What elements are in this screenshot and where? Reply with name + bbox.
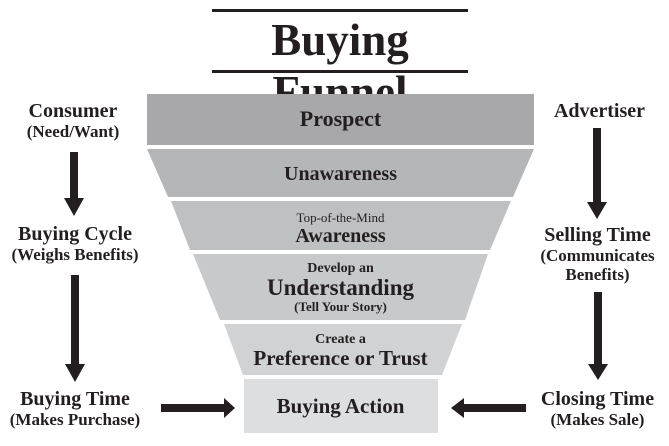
title-rule-top [212,9,468,12]
advertiser-label: Advertiser [553,100,646,122]
closing-time-label: Closing Time [540,388,655,410]
stage-prospect-title: Prospect [299,106,382,131]
closing-time-step: Closing Time (Makes Sale) [526,388,669,429]
stage-awareness-pretitle: Top-of-the-Mind [296,210,385,225]
arrow-right-buying-time-icon [161,398,235,418]
stage-label-prospect: Prospect [147,108,534,130]
stage-buying-action-title: Buying Action [276,394,405,418]
selling-time-step: Selling Time (Communicates Benefits) [526,224,669,284]
stage-label-understanding: Develop an Understanding (Tell Your Stor… [147,261,534,314]
stage-label-buying-action: Buying Action [147,396,534,417]
buying-time-step: Buying Time (Makes Purchase) [0,388,150,429]
funnel-band-unawareness [147,149,534,197]
buying-time-label: Buying Time [20,388,130,410]
arrow-down-advertiser-icon [587,128,607,219]
stage-label-unawareness: Unawareness [147,164,534,184]
stage-understanding-title: Understanding [267,275,414,300]
stage-preference-pretitle: Create a [315,332,366,347]
selling-time-label: Selling Time [544,224,651,246]
consumer-step: Consumer (Need/Want) [0,100,146,141]
stage-preference-title: Preference or Trust [253,346,428,370]
arrow-down-buying-cycle-icon [65,275,85,382]
funnel-band-awareness [171,201,511,250]
funnel-band-prospect [147,94,534,145]
arrow-down-consumer-icon [64,152,84,216]
stage-understanding-subtitle: (Tell Your Story) [294,299,387,314]
consumer-label: Consumer [28,100,118,122]
arrow-left-closing-time-icon [451,398,526,418]
selling-time-sublabel: (Communicates [540,246,655,265]
buying-cycle-step: Buying Cycle (Weighs Benefits) [0,223,150,264]
stage-label-preference: Create a Preference or Trust [147,332,534,369]
stage-understanding-pretitle: Develop an [307,261,374,276]
selling-time-sublabel-2: Benefits) [565,265,630,284]
buying-time-sublabel: (Makes Purchase) [9,410,141,429]
buying-cycle-sublabel: (Weighs Benefits) [11,245,139,264]
consumer-sublabel: (Need/Want) [26,122,120,141]
advertiser-step: Advertiser [530,100,669,122]
funnel-band-preference [224,324,462,375]
buying-cycle-label: Buying Cycle [18,223,132,245]
funnel-band-buying-action [244,379,438,433]
funnel-band-understanding [193,254,488,320]
title-rule-bottom [212,70,468,73]
stage-unawareness-title: Unawareness [284,163,397,185]
stage-awareness-title: Awareness [295,225,386,247]
stage-label-awareness: Top-of-the-Mind Awareness [147,210,534,248]
arrow-down-selling-time-icon [588,292,608,380]
closing-time-sublabel: (Makes Sale) [550,410,645,429]
